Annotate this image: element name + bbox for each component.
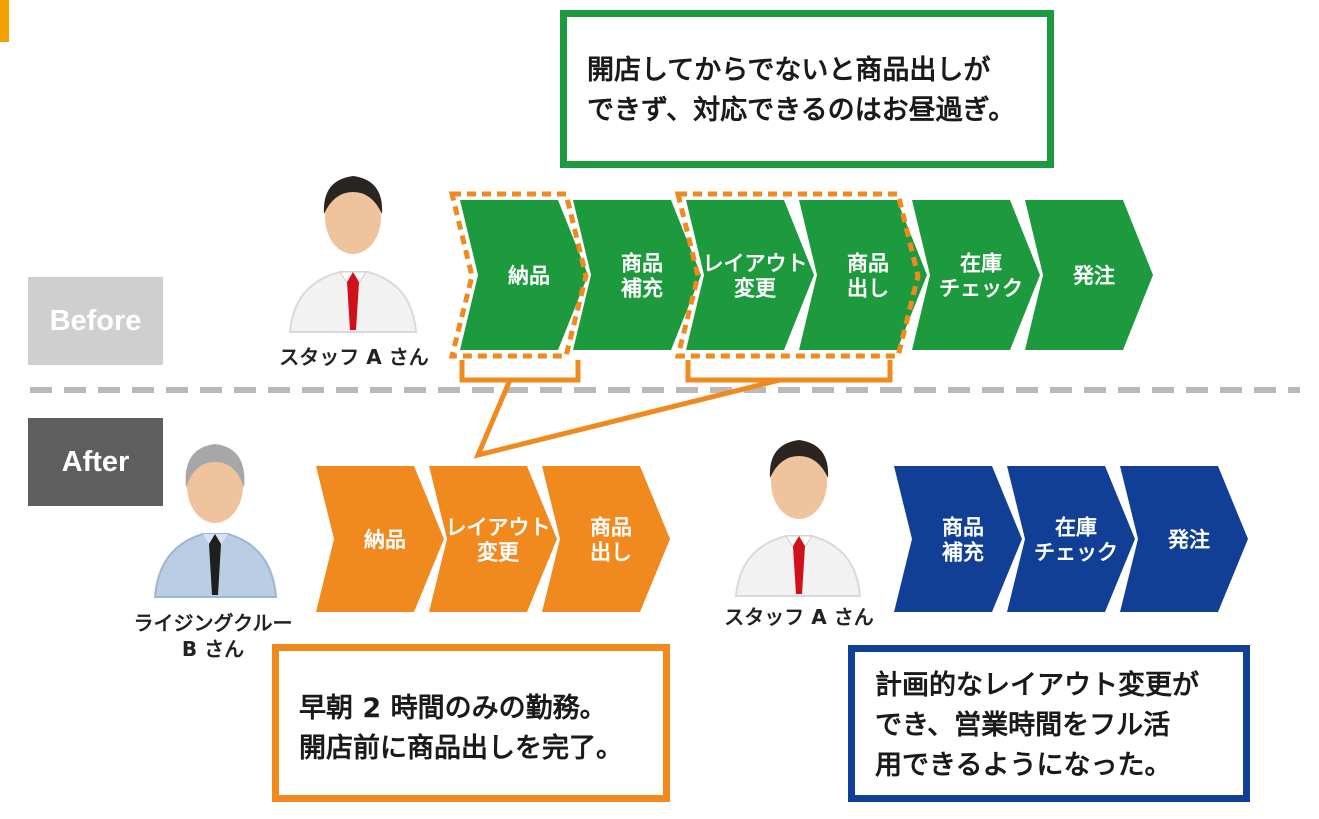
- callout-line: できず、対応できるのはお昼過ぎ。: [587, 95, 1016, 126]
- step-chevron: [1007, 466, 1135, 612]
- crew-connector: [473, 377, 781, 459]
- after-tag: After: [28, 418, 163, 506]
- step-label: 発注: [1072, 264, 1115, 288]
- step-label: 商品: [590, 516, 632, 540]
- step-label: 在庫: [960, 252, 1002, 276]
- step-chevron: [573, 200, 701, 350]
- staff-after-figure: [734, 440, 862, 597]
- callout-line: 計画的なレイアウト変更が: [875, 670, 1199, 701]
- step-chevron: [799, 200, 927, 350]
- tie: [209, 534, 221, 595]
- hair: [769, 440, 829, 478]
- callout-line: 早朝 2 時間のみの勤務。: [299, 693, 607, 724]
- head: [325, 180, 381, 254]
- callout-line: 用できるようになった。: [875, 750, 1172, 781]
- layout-display-bracket: [685, 360, 893, 383]
- step-chevron: [894, 466, 1022, 612]
- crew-label: ライジングクルー B さん: [108, 610, 318, 662]
- callout-line: 開店前に商品出しを完了。: [299, 733, 623, 764]
- crew-label-line: B さん: [181, 637, 245, 661]
- step-chevron: [316, 466, 444, 612]
- step-label: レイアウト: [703, 252, 808, 276]
- step-label: 発注: [1167, 528, 1210, 552]
- crew-step-chevrons: 納品 レイアウト変更 商品出し: [316, 466, 670, 612]
- step-label: 在庫: [1055, 516, 1097, 540]
- step-label: 変更: [734, 277, 777, 301]
- callout-line: 開店してからでないと商品出しが: [587, 55, 991, 86]
- step-label: レイアウト: [446, 516, 551, 540]
- step-label: 補充: [620, 277, 663, 301]
- before-tag: Before: [28, 277, 163, 365]
- crew-benefit-callout: 早朝 2 時間のみの勤務。 開店前に商品出しを完了。: [272, 644, 670, 802]
- step-label: 商品: [942, 516, 984, 540]
- head: [771, 445, 827, 519]
- staff-benefit-callout: 計画的なレイアウト変更が でき、営業時間をフル活 用できるようになった。: [848, 645, 1250, 802]
- staff-after-label: スタッフ A さん: [724, 605, 874, 629]
- head: [187, 449, 243, 523]
- staff-before-label: スタッフ A さん: [279, 345, 429, 369]
- staff-before-figure: [288, 176, 418, 333]
- tie: [793, 536, 805, 594]
- step-chevron: [1025, 200, 1153, 350]
- delivery-bracket: [459, 360, 581, 383]
- step-label: 商品: [847, 252, 889, 276]
- delivery-highlight: [448, 191, 589, 359]
- step-label: 変更: [477, 541, 520, 565]
- before-problem-callout: 開店してからでないと商品出しが できず、対応できるのはお昼過ぎ。: [560, 10, 1054, 168]
- step-label: 出し: [847, 277, 889, 301]
- step-label: 補充: [941, 541, 984, 565]
- step-chevron: [460, 200, 588, 350]
- edge-accent: [0, 0, 9, 42]
- crew-label-line: ライジングクルー: [133, 611, 293, 635]
- hair: [323, 176, 383, 214]
- step-label: チェック: [1034, 541, 1118, 565]
- tie: [347, 272, 359, 330]
- step-chevron: [686, 200, 814, 350]
- step-chevron: [912, 200, 1040, 350]
- step-chevron: [429, 466, 557, 612]
- step-label: 納品: [364, 528, 406, 552]
- step-label: 商品: [621, 252, 663, 276]
- step-chevron: [542, 466, 670, 612]
- callout-line: でき、営業時間をフル活: [875, 710, 1171, 741]
- step-chevron: [1120, 466, 1248, 612]
- step-label: 出し: [590, 541, 632, 565]
- step-label: 納品: [508, 264, 550, 288]
- hair: [185, 444, 245, 488]
- step-label: チェック: [939, 277, 1023, 301]
- crew-figure: [153, 444, 278, 598]
